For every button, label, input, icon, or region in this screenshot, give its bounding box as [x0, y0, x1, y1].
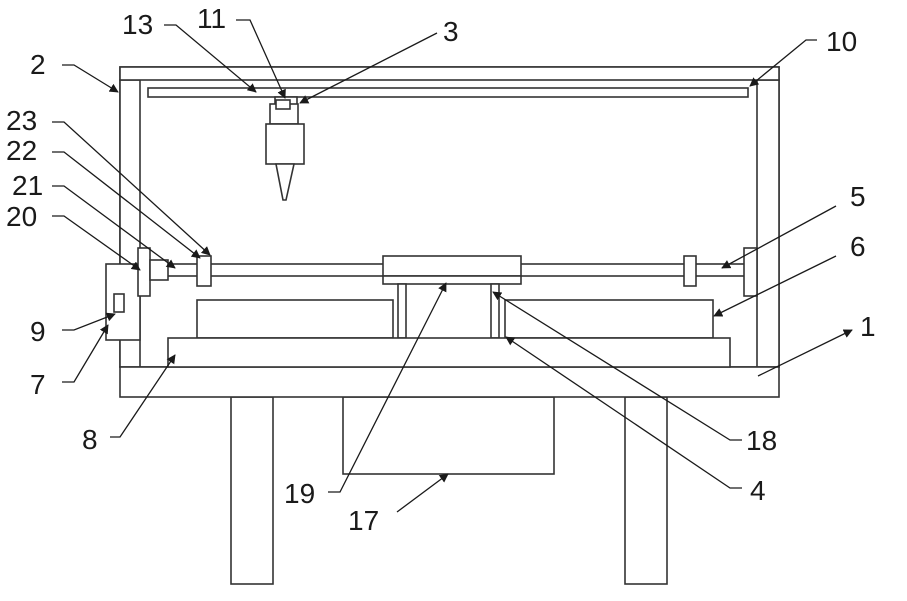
moving-plate-lower: [383, 276, 521, 284]
bearing-left: [138, 248, 150, 296]
label-10: 10: [826, 26, 857, 57]
label-4: 4: [750, 475, 766, 506]
label-17: 17: [348, 505, 379, 536]
label-13: 13: [122, 9, 153, 40]
label-20: 20: [6, 201, 37, 232]
leader-7: [62, 325, 108, 382]
table-base: [120, 367, 779, 397]
label-6: 6: [850, 231, 866, 262]
label-18: 18: [746, 425, 777, 456]
label-7: 7: [30, 369, 46, 400]
label-5: 5: [850, 181, 866, 212]
coupling: [150, 260, 168, 280]
top-beam: [120, 67, 779, 80]
leader-2: [62, 65, 118, 92]
label-21: 21: [12, 170, 43, 201]
laser-head: [266, 124, 304, 164]
moving-plate: [383, 256, 521, 276]
nut-block-right: [684, 256, 696, 286]
left-leg: [231, 397, 273, 584]
guide-rail: [148, 88, 748, 97]
label-11: 11: [197, 3, 226, 34]
work-block-left: [197, 300, 393, 338]
right-leg: [625, 397, 667, 584]
label-2: 2: [30, 49, 46, 80]
label-22: 22: [6, 135, 37, 166]
support-left: [398, 284, 406, 338]
label-3: 3: [443, 16, 459, 47]
right-post: [757, 80, 779, 367]
label-23: 23: [6, 105, 37, 136]
label-8: 8: [82, 424, 98, 455]
slider-inner: [276, 100, 290, 109]
label-19: 19: [284, 478, 315, 509]
nut-block-left: [197, 256, 211, 286]
motor-box: [343, 397, 554, 474]
label-9: 9: [30, 316, 46, 347]
label-1: 1: [860, 311, 876, 342]
leader-17: [397, 474, 448, 512]
side-knob: [114, 294, 124, 312]
work-plate: [168, 338, 730, 367]
support-right: [491, 284, 499, 338]
